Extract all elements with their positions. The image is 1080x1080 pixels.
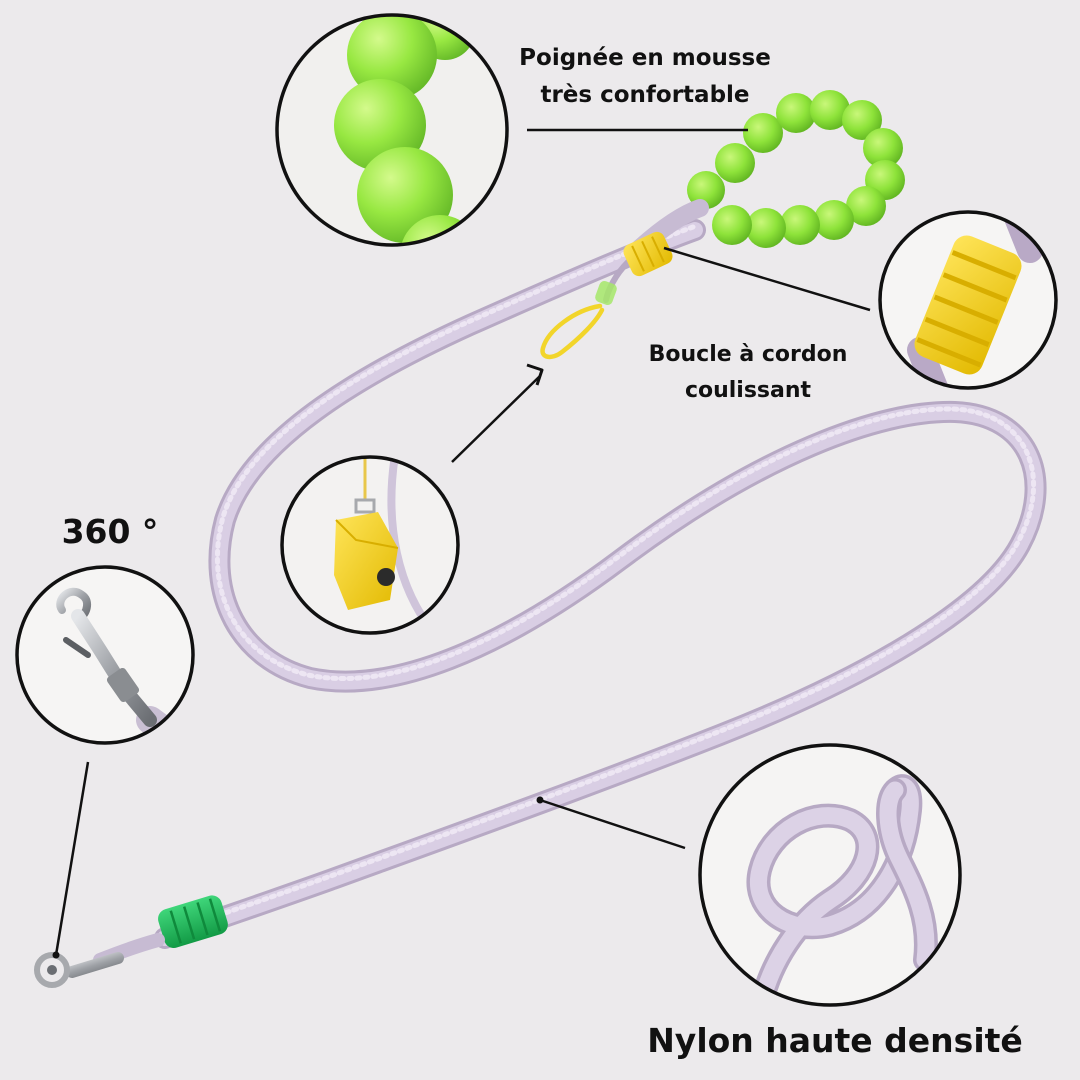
handle-detail-circle [275, 13, 509, 247]
clasp-detail-circle [15, 565, 195, 745]
yellow-stopper [623, 231, 673, 277]
poop-bag-dispenser-icon [282, 457, 458, 633]
callout-dot [536, 796, 544, 804]
callout-dot [52, 951, 60, 959]
handle-caption: Poignée en mousse très confortable [500, 40, 790, 114]
callout-lines [54, 128, 871, 956]
bottom-clasp [34, 933, 165, 988]
nylon-detail-circle [698, 743, 962, 1007]
handle-caption-line2: très confortable [540, 82, 750, 108]
cord-caption-line2: coulissant [684, 378, 812, 403]
cord-caption-line1: Boucle à cordon [648, 342, 848, 367]
stopper-detail-circle [878, 210, 1058, 390]
swivel-clasp-icon [17, 567, 193, 743]
rope-coil-icon [700, 745, 960, 1005]
leash-rope [154, 219, 1047, 949]
yellow-stopper-closeup-icon [880, 212, 1056, 388]
green-stopper [158, 895, 228, 948]
cord-caption: Boucle à cordon coulissant [608, 337, 888, 409]
bag-detail-circle [280, 455, 460, 635]
handle-caption-line1: Poignée en mousse [519, 45, 771, 71]
arrow-icon [526, 363, 544, 386]
small-carabiner [540, 280, 617, 360]
swivel-caption: 360 ° [61, 512, 159, 551]
foam-handle-closeup-icon [277, 15, 507, 245]
nylon-caption: Nylon haute densité [647, 1021, 1023, 1060]
foam-handle [687, 90, 905, 248]
